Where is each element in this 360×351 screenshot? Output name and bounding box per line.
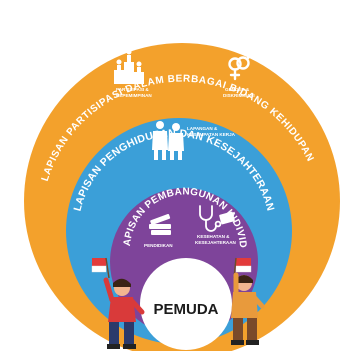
center-label: PEMUDA xyxy=(153,301,218,318)
books-icon xyxy=(149,213,171,235)
gender-label: GENDER & DISKRIMINASI xyxy=(223,87,255,98)
podium-people-icon xyxy=(114,49,144,84)
center-circle xyxy=(140,258,232,350)
lapangan-kerja-label: LAPANGAN & KESEMPATAN KERJA xyxy=(187,126,236,137)
kesehatan-label: KESEHATAN & KESEJAHTERAAN xyxy=(195,234,237,245)
pendidikan-label: PENDIDIKAN xyxy=(144,243,173,248)
medicine-box-icon xyxy=(219,211,235,225)
youth-figure-left-illustration xyxy=(91,257,145,349)
gender-symbol-icon xyxy=(228,51,255,81)
youth-figure-right-illustration xyxy=(231,257,265,345)
stethoscope-icon xyxy=(199,205,222,232)
partisipasi-label: PARTISIPASI & KEPEMIMPINAN xyxy=(116,87,152,98)
workers-icon xyxy=(152,121,184,160)
